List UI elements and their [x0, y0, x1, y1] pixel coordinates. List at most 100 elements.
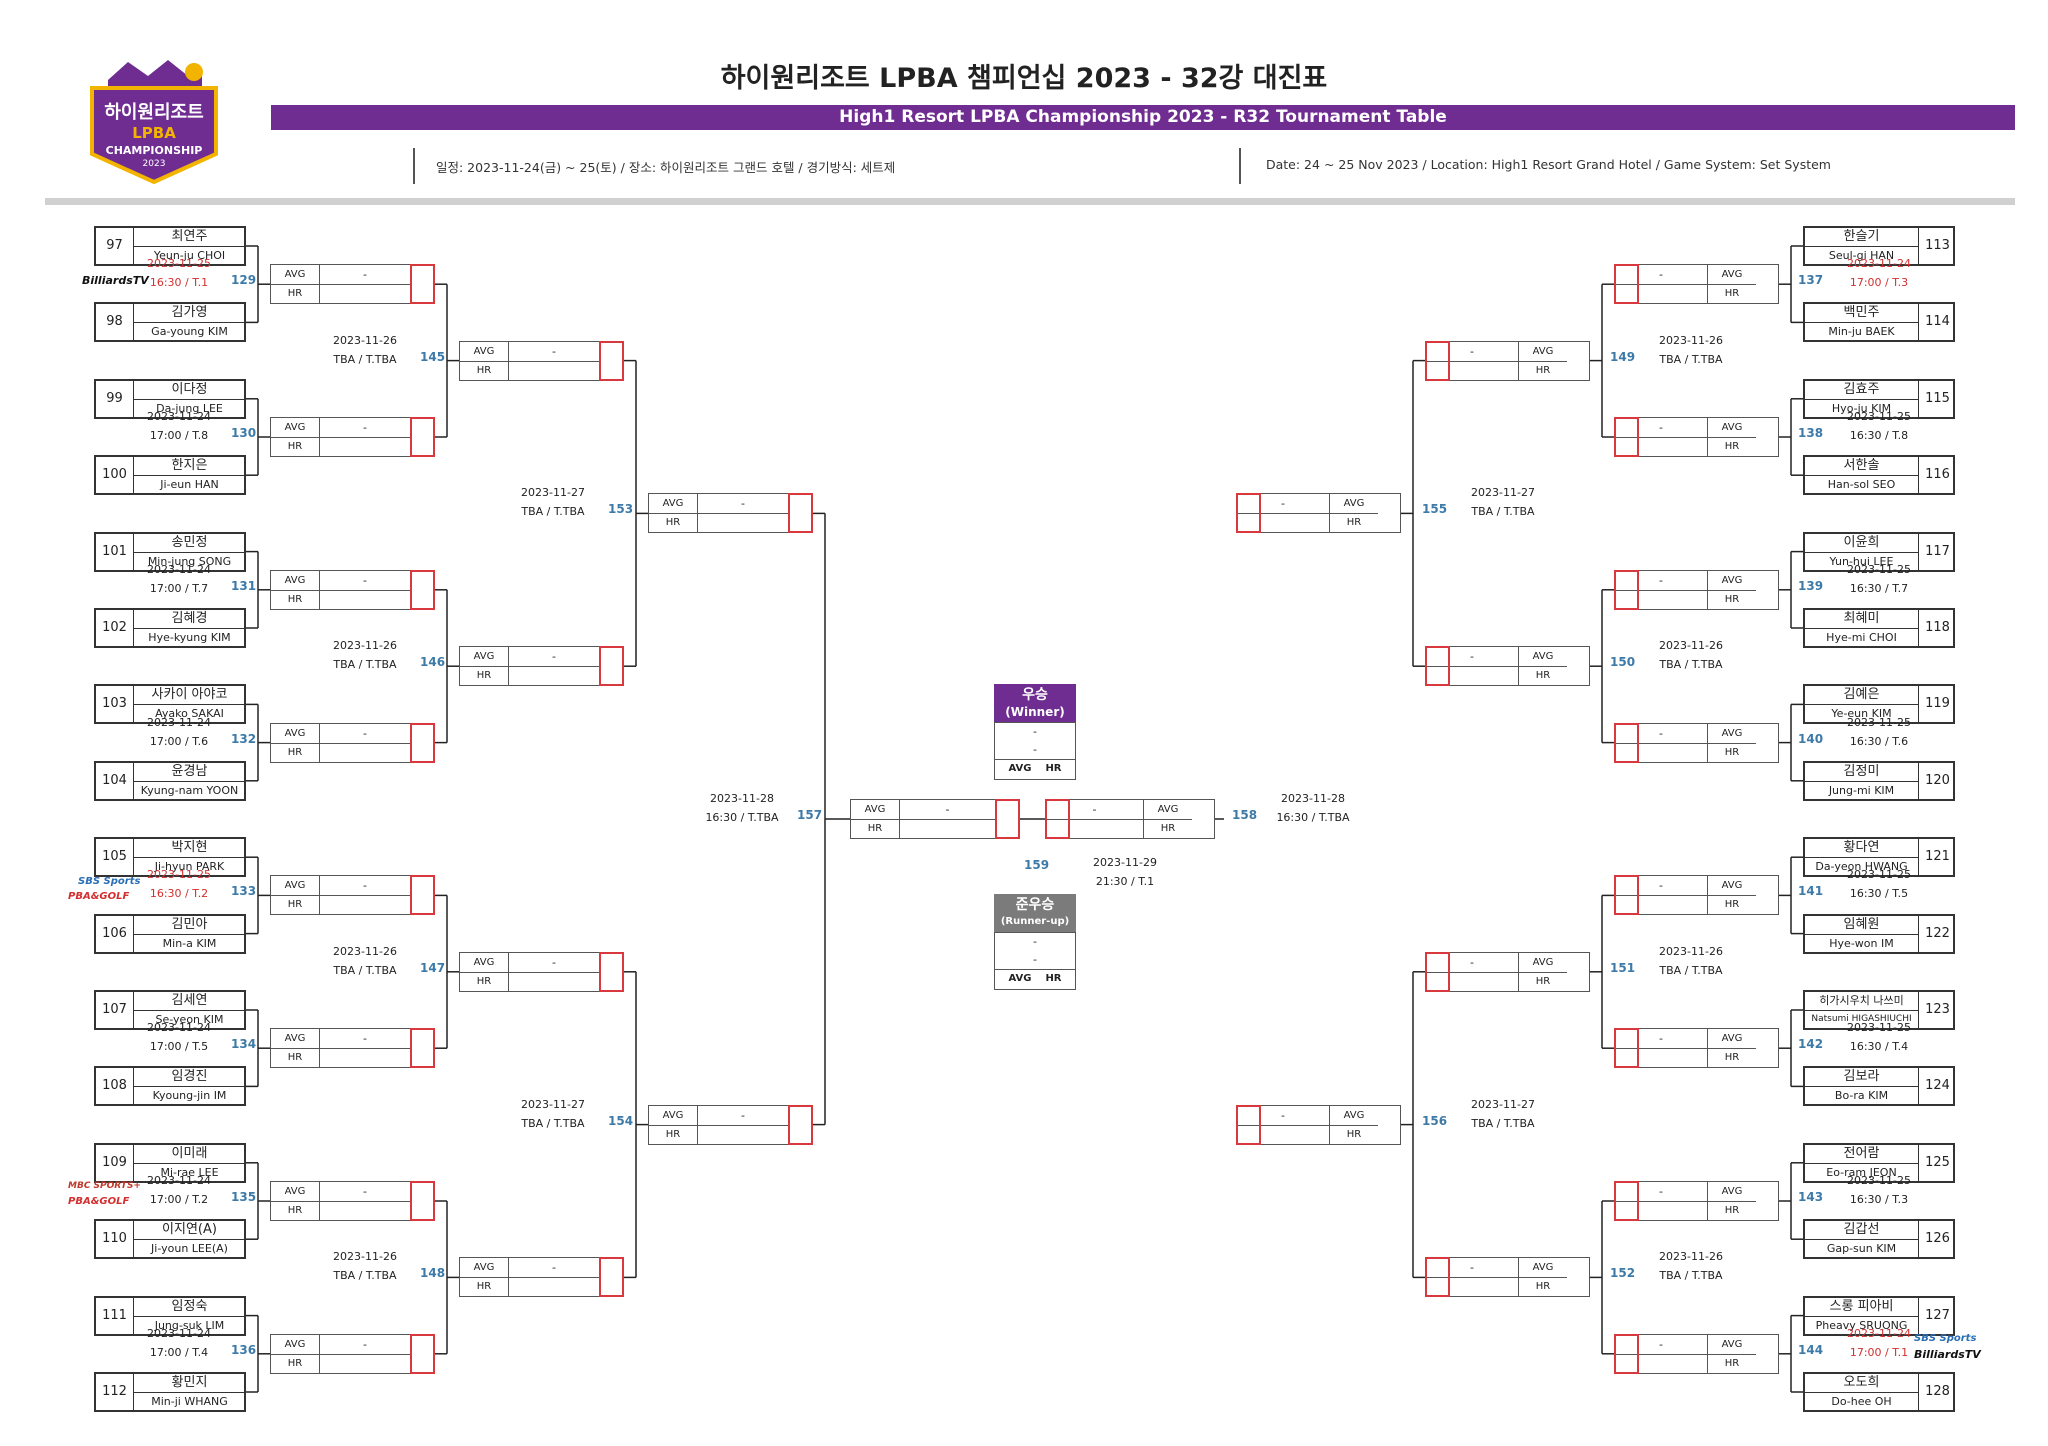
match-date: 2023-11-25 — [1847, 410, 1911, 423]
score-value: - — [1615, 724, 1707, 744]
player-name-en: Ji-eun HAN — [160, 478, 219, 492]
hr-label: HR — [851, 819, 900, 838]
avg-label: AVG — [1518, 341, 1567, 362]
match-time: TBA / T.TBA — [333, 658, 397, 672]
player-name-en: Han-sol SEO — [1827, 478, 1896, 492]
hr-label: HR — [1707, 1201, 1756, 1220]
match-number: 132 — [231, 731, 257, 746]
pba-golf-logo: PBA&GOLF — [68, 1196, 130, 1207]
hr-label: HR — [1707, 1048, 1756, 1068]
avg-label: AVG — [460, 341, 509, 362]
player-name-kr: 황민지 — [133, 1374, 246, 1393]
player-name-en: Hye-mi CHOI — [1826, 631, 1897, 644]
player-name-en: Seul-gi HAN — [1828, 249, 1895, 262]
match-number: 156 — [1422, 1113, 1448, 1128]
player-name-en: Kyung-nam YOON — [140, 783, 239, 797]
player-seed-number: 127 — [1918, 1297, 1956, 1334]
score-value: - — [508, 953, 600, 973]
hr-label: HR — [1518, 666, 1567, 686]
result-marker — [1425, 340, 1450, 381]
match-date: 2023-11-24 — [147, 1326, 211, 1340]
match-date: 2023-11-25 — [1847, 1021, 1911, 1035]
avg-label: AVG — [1707, 1182, 1756, 1202]
result-marker — [788, 1104, 813, 1145]
info-en: Date: 24 ~ 25 Nov 2023 / Location: High1… — [1266, 157, 1831, 172]
score-value: - — [508, 1258, 600, 1279]
avg-label: AVG — [1707, 723, 1756, 744]
avg-label: AVG — [1329, 1105, 1378, 1126]
match-number: 137 — [1798, 273, 1824, 288]
score-value: - — [1046, 800, 1143, 820]
result-marker — [788, 493, 813, 534]
match-time: TBA / T.TBA — [333, 963, 397, 977]
match-time: TBA / T.TBA — [521, 1116, 585, 1130]
match-date: 2023-11-24 — [1847, 1326, 1911, 1340]
match-time: 17:00 / T.1 — [1849, 1345, 1909, 1359]
player-name-en: Ji-hyun PARK — [154, 860, 225, 874]
player-seed-number: 123 — [1918, 992, 1956, 1028]
player-name-kr: 이지연(A) — [133, 1221, 246, 1241]
avg-label: AVG — [1707, 265, 1756, 286]
info-kr: 일정: 2023-11-24(금) ~ 25(토) / 장소: 하이원리조트 그… — [436, 160, 896, 175]
score-value: - — [319, 724, 411, 744]
score-value: - — [319, 1335, 411, 1355]
match-time: TBA / T.TBA — [1659, 1269, 1723, 1283]
match-number: 158 — [1232, 808, 1258, 822]
player-name: 이지연(A)Ji-youn LEE(A) — [133, 1221, 246, 1257]
player-name-kr: 김가영 — [133, 304, 246, 324]
hr-label: HR — [271, 1201, 320, 1220]
divider — [413, 148, 415, 184]
player-name-en: Mi-rae LEE — [160, 1165, 219, 1179]
match-date: 2023-11-26 — [333, 639, 397, 653]
score-value: - — [319, 1029, 411, 1050]
score-value: - — [1615, 1029, 1707, 1050]
score-value: - — [1237, 494, 1329, 515]
result-marker — [995, 799, 1020, 839]
result-marker — [1614, 1333, 1639, 1374]
avg-label: AVG — [1518, 952, 1567, 973]
sbs-sports-logo: SBS Sports — [1914, 1333, 1977, 1344]
match-number: 151 — [1610, 960, 1636, 975]
player-seed-number: 112 — [96, 1374, 134, 1410]
match-date: 2023-11-27 — [521, 1097, 585, 1111]
match-number: 133 — [231, 884, 257, 899]
result-marker — [1614, 722, 1639, 763]
match-time: 16:30 / T.8 — [1849, 429, 1909, 442]
match-number: 157 — [797, 808, 823, 822]
winner-header: 우승 (Winner) — [994, 684, 1076, 722]
score-value: - — [319, 265, 411, 286]
winner-panel: 우승 (Winner) - - AVG HR — [994, 684, 1076, 780]
avg-label: AVG — [271, 876, 320, 897]
avg-label: AVG — [1707, 418, 1756, 438]
match-time: 17:00 / T.5 — [149, 1040, 209, 1054]
score-value: - — [1615, 1182, 1707, 1202]
result-marker — [1614, 417, 1639, 457]
divider — [1239, 148, 1241, 184]
result-marker — [1236, 1104, 1261, 1145]
avg-label: AVG — [1329, 494, 1378, 515]
player-name-en: Min-ji WHANG — [151, 1395, 228, 1408]
